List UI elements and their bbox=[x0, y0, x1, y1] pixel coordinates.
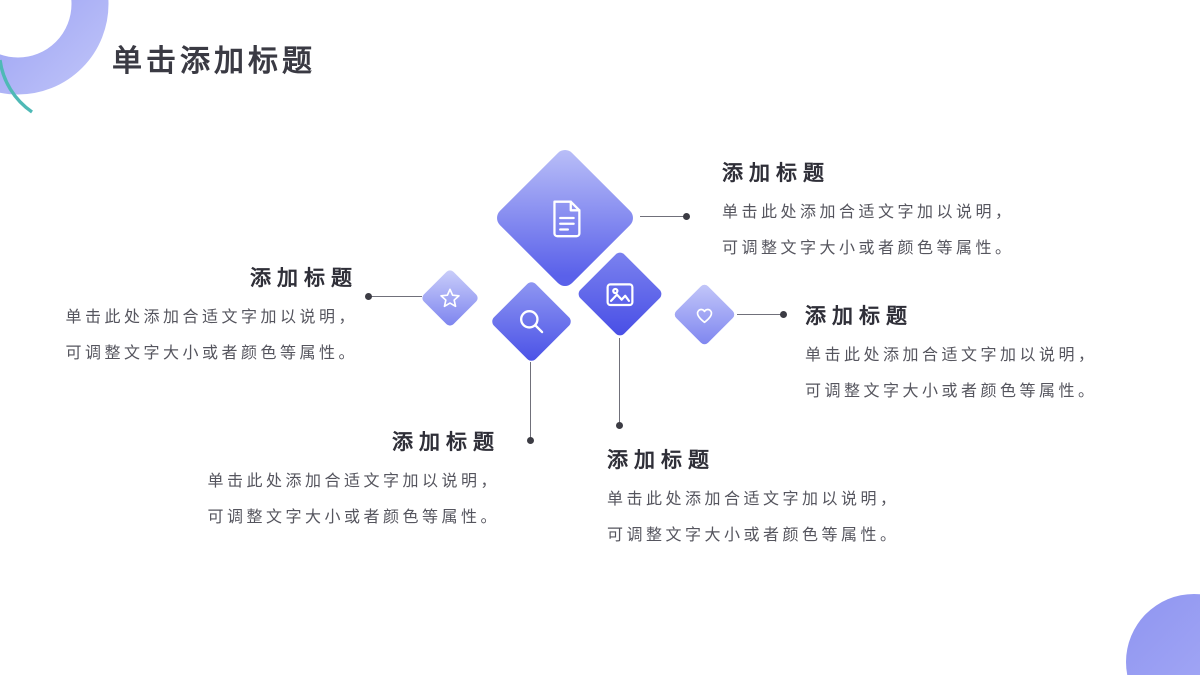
star-icon bbox=[438, 286, 463, 311]
text-block-top-right: 添加标题 单击此处添加合适文字加以说明， 可调整文字大小或者颜色等属性。 bbox=[722, 157, 1015, 267]
star-diamond bbox=[420, 268, 480, 328]
item-body-line: 可调整文字大小或者颜色等属性。 bbox=[65, 345, 358, 362]
connector-dot-bottom-center bbox=[616, 422, 623, 429]
connector-dot-left bbox=[365, 293, 372, 300]
connector-line-bottom-left bbox=[530, 362, 532, 440]
item-body-line: 可调整文字大小或者颜色等属性。 bbox=[207, 509, 500, 526]
text-block-bottom-center: 添加标题 单击此处添加合适文字加以说明， 可调整文字大小或者颜色等属性。 bbox=[607, 444, 900, 554]
connector-line-left bbox=[370, 296, 422, 298]
item-title: 添加标题 bbox=[607, 449, 715, 472]
item-body-line: 单击此处添加合适文字加以说明， bbox=[607, 491, 900, 508]
corner-circle-decoration bbox=[1126, 594, 1200, 675]
heart-diamond bbox=[672, 282, 737, 347]
item-title: 添加标题 bbox=[722, 162, 830, 185]
connector-line-bottom-center bbox=[619, 338, 621, 426]
item-title: 添加标题 bbox=[250, 267, 358, 290]
item-body-line: 可调整文字大小或者颜色等属性。 bbox=[722, 240, 1015, 257]
text-block-right: 添加标题 单击此处添加合适文字加以说明， 可调整文字大小或者颜色等属性。 bbox=[805, 300, 1098, 410]
text-block-bottom-left: 添加标题 单击此处添加合适文字加以说明， 可调整文字大小或者颜色等属性。 bbox=[180, 426, 500, 536]
connector-line-right bbox=[737, 314, 783, 316]
search-icon bbox=[516, 306, 547, 337]
document-diamond bbox=[492, 145, 638, 291]
corner-ring-decoration bbox=[0, 0, 109, 114]
text-block-left: 添加标题 单击此处添加合适文字加以说明， 可调整文字大小或者颜色等属性。 bbox=[38, 262, 358, 372]
connector-dot-bottom-left bbox=[527, 437, 534, 444]
connector-dot-top bbox=[683, 213, 690, 220]
item-title: 添加标题 bbox=[392, 431, 500, 454]
picture-icon bbox=[604, 278, 637, 311]
item-title: 添加标题 bbox=[805, 305, 913, 328]
item-body-line: 单击此处添加合适文字加以说明， bbox=[207, 473, 500, 490]
search-diamond bbox=[489, 279, 574, 364]
item-body-line: 单击此处添加合适文字加以说明， bbox=[805, 347, 1098, 364]
slide-title: 单击添加标题 bbox=[112, 45, 316, 78]
item-body-line: 单击此处添加合适文字加以说明， bbox=[722, 204, 1015, 221]
item-body-line: 可调整文字大小或者颜色等属性。 bbox=[805, 383, 1098, 400]
connector-line-top bbox=[640, 216, 686, 218]
item-body-line: 单击此处添加合适文字加以说明， bbox=[65, 309, 358, 326]
heart-icon bbox=[692, 302, 717, 327]
picture-diamond bbox=[576, 250, 664, 338]
connector-dot-right bbox=[780, 311, 787, 318]
item-body-line: 可调整文字大小或者颜色等属性。 bbox=[607, 527, 900, 544]
document-icon bbox=[542, 195, 588, 241]
